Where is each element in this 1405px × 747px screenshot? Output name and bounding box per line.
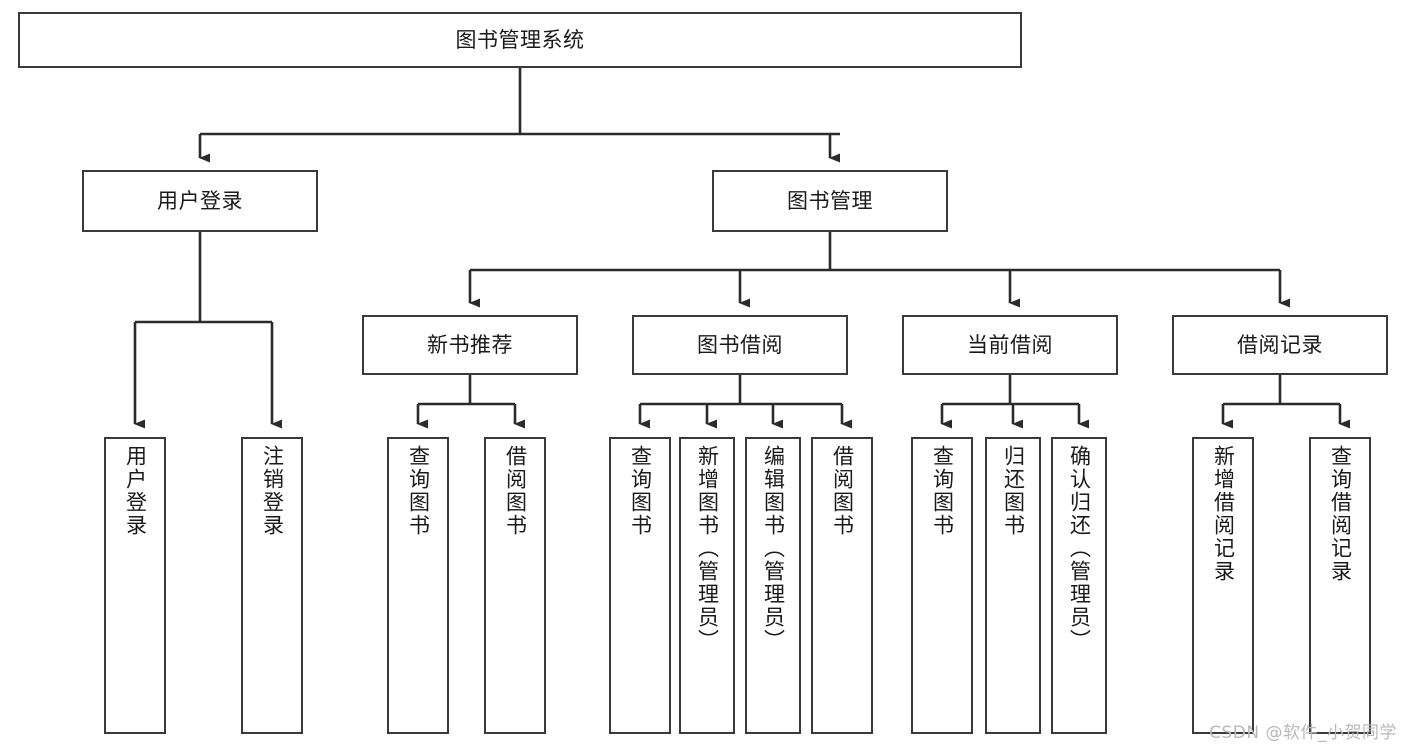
node-leaf-edit-book-label: 编辑图书（管理员） — [761, 445, 786, 652]
node-leaf-query-book-cur[interactable]: 查询图书 — [911, 437, 973, 734]
edges-borrow-record-to-leaves — [1221, 375, 1350, 429]
edges-book-manage-to-level3 — [468, 232, 1290, 308]
node-leaf-query-book-borrow-label: 查询图书 — [628, 445, 653, 537]
node-leaf-return-book-label: 归还图书 — [1001, 445, 1026, 537]
node-book-borrow[interactable]: 图书借阅 — [632, 315, 848, 375]
node-user-login[interactable]: 用户登录 — [82, 170, 318, 232]
node-leaf-user-logout[interactable]: 注销登录 — [241, 437, 303, 734]
node-leaf-query-book-rec[interactable]: 查询图书 — [387, 437, 449, 734]
node-leaf-user-login[interactable]: 用户登录 — [104, 437, 166, 734]
node-leaf-add-record[interactable]: 新增借阅记录 — [1192, 437, 1254, 734]
node-leaf-add-book[interactable]: 新增图书（管理员） — [679, 437, 735, 734]
node-new-book-rec-label: 新书推荐 — [427, 332, 513, 357]
node-root-system[interactable]: 图书管理系统 — [18, 12, 1022, 68]
node-leaf-add-record-label: 新增借阅记录 — [1211, 445, 1236, 583]
node-leaf-user-login-label: 用户登录 — [123, 445, 148, 537]
node-leaf-query-book-rec-label: 查询图书 — [406, 445, 431, 537]
node-leaf-add-book-label: 新增图书（管理员） — [695, 445, 720, 652]
edges-user-login-to-leaves — [133, 232, 282, 429]
edges-current-borrow-to-leaves — [940, 375, 1089, 429]
node-leaf-query-book-cur-label: 查询图书 — [930, 445, 955, 537]
edges-book-borrow-to-leaves — [638, 375, 852, 429]
node-current-borrow[interactable]: 当前借阅 — [902, 315, 1118, 375]
node-leaf-user-logout-label: 注销登录 — [260, 445, 285, 537]
node-leaf-confirm-return[interactable]: 确认归还（管理员） — [1051, 437, 1107, 734]
node-leaf-query-book-borrow[interactable]: 查询图书 — [609, 437, 671, 734]
edges-root-to-level2 — [198, 68, 840, 163]
node-leaf-edit-book[interactable]: 编辑图书（管理员） — [745, 437, 801, 734]
node-leaf-query-record[interactable]: 查询借阅记录 — [1309, 437, 1371, 734]
node-leaf-borrow-book[interactable]: 借阅图书 — [811, 437, 873, 734]
node-leaf-borrow-book-rec[interactable]: 借阅图书 — [484, 437, 546, 734]
node-leaf-return-book[interactable]: 归还图书 — [985, 437, 1041, 734]
node-leaf-borrow-book-label: 借阅图书 — [830, 445, 855, 537]
edges-new-book-rec-to-leaves — [416, 375, 525, 429]
node-leaf-borrow-book-rec-label: 借阅图书 — [503, 445, 528, 537]
node-borrow-record[interactable]: 借阅记录 — [1172, 315, 1388, 375]
node-book-manage[interactable]: 图书管理 — [712, 170, 948, 232]
node-current-borrow-label: 当前借阅 — [967, 332, 1053, 357]
watermark-text: CSDN @软件_小贺同学 — [1209, 723, 1397, 743]
node-new-book-rec[interactable]: 新书推荐 — [362, 315, 578, 375]
node-user-login-label: 用户登录 — [157, 188, 243, 213]
node-leaf-confirm-return-label: 确认归还（管理员） — [1067, 445, 1092, 652]
node-root-system-label: 图书管理系统 — [455, 27, 585, 52]
node-leaf-query-record-label: 查询借阅记录 — [1328, 445, 1353, 583]
node-borrow-record-label: 借阅记录 — [1237, 332, 1323, 357]
node-book-borrow-label: 图书借阅 — [697, 332, 783, 357]
node-book-manage-label: 图书管理 — [787, 188, 873, 213]
